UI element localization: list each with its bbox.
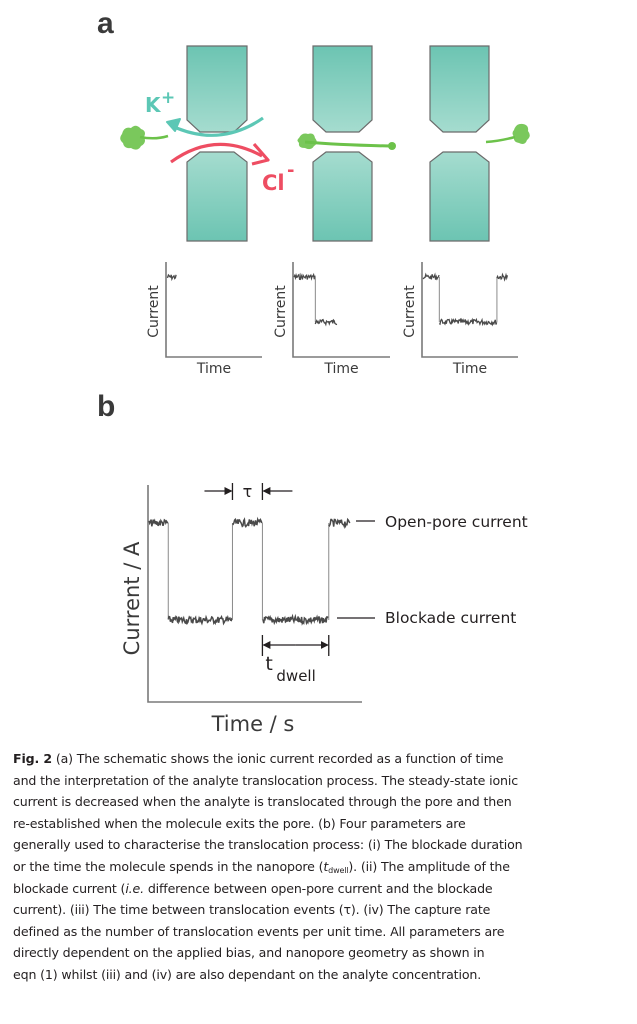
membrane-top	[429, 45, 490, 133]
caption-line: current). (iii) The time between translo…	[13, 902, 491, 918]
y-axis-label: Current	[273, 285, 289, 338]
caption-line: or the time the molecule spends in the n…	[13, 858, 510, 875]
trace-segment-blockade	[438, 317, 498, 327]
trace-segment-blockade	[262, 613, 329, 626]
analyte-stage-2	[297, 133, 396, 150]
membrane-bottom	[429, 151, 490, 242]
caption-line: eqn (1) whilst (iii) and (iv) are also d…	[13, 966, 482, 982]
pore-stage-1	[186, 45, 248, 242]
blockade-current-label: Blockade current	[385, 609, 516, 627]
plot-axes	[292, 262, 390, 358]
tail-end-icon	[388, 142, 396, 150]
x-axis-label: Time	[323, 361, 358, 377]
caption-line: defined as the number of translocation e…	[13, 923, 505, 939]
protein-blob-icon	[512, 123, 530, 144]
caption-line: and the interpretation of the analyte tr…	[13, 772, 518, 788]
caption-line: blockade current (i.e. difference betwee…	[13, 880, 493, 896]
y-axis-label: Current / A	[120, 541, 144, 655]
panel-b-label: b	[97, 390, 116, 423]
pore-stage-3	[429, 45, 490, 242]
y-axis-label: Current	[146, 285, 162, 338]
trace-segment-blockade	[167, 614, 233, 626]
caption-line: generally used to characterise the trans…	[13, 837, 523, 853]
tdwell-label-sub: dwell	[276, 667, 315, 685]
x-axis-label: Time	[196, 361, 231, 377]
plot-axes	[165, 262, 262, 358]
figure-label: Fig. 2	[13, 751, 52, 766]
plot-axes	[147, 485, 362, 703]
tau-label: τ	[243, 482, 253, 501]
translocation-trace-plot: Current / A Time / s τ tdwell Open-pore curr…	[120, 482, 528, 736]
x-axis-label: Time / s	[211, 712, 295, 736]
cation-flow-arrow	[166, 116, 264, 137]
membrane-top	[186, 45, 248, 133]
cation-charge: +	[161, 88, 175, 108]
trace-segment-open	[293, 272, 316, 281]
trace-segment-open	[232, 516, 263, 528]
open-pore-current-label: Open-pore current	[385, 513, 528, 531]
trace-segment-open	[148, 518, 169, 527]
trace-segment-open	[328, 517, 351, 530]
figure-canvas: K + Cl - CurrentTimeCurrentTimeCurrentTi…	[120, 45, 530, 736]
analyte-stage-3	[485, 123, 530, 144]
caption-line: re-established when the molecule exits t…	[13, 815, 466, 831]
anion-arrowhead-icon	[251, 142, 270, 166]
caption-line: Fig. 2 (a) The schematic shows the ionic…	[13, 751, 504, 766]
pore-stage-2	[312, 45, 373, 242]
trace-segment-open	[496, 272, 509, 282]
protein-blob-icon	[120, 125, 145, 150]
caption-line: directly dependent on the applied bias, …	[13, 945, 485, 961]
figure-caption: Fig. 2 (a) The schematic shows the ionic…	[13, 748, 633, 986]
x-axis-label: Time	[452, 361, 487, 377]
analyte-stage-1	[120, 125, 169, 150]
cation-label: K	[145, 93, 162, 117]
anion-flow-arrow	[170, 142, 270, 166]
protein-blob-icon	[297, 133, 317, 150]
membrane-bottom	[186, 151, 248, 242]
trace-segment-open	[166, 273, 177, 282]
trace-segment-blockade	[314, 318, 338, 327]
cation-arrowhead-icon	[166, 118, 181, 132]
membrane-bottom	[312, 151, 373, 242]
tdwell-label-main: t	[265, 653, 272, 675]
anion-charge: -	[287, 160, 294, 181]
membrane-top	[312, 45, 373, 133]
panel-a-label: a	[97, 7, 114, 40]
y-axis-label: Current	[402, 285, 418, 338]
plot-axes	[421, 262, 518, 358]
caption-line: current is decreased when the analyte is…	[13, 794, 512, 810]
anion-label: Cl	[262, 171, 285, 195]
trace-segment-open	[422, 272, 440, 281]
